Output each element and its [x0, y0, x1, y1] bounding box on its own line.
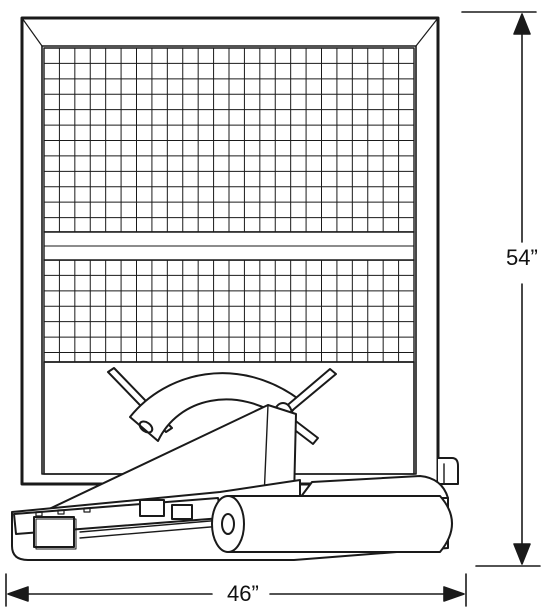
width-dimension	[5, 573, 467, 607]
roller-drum	[211, 495, 453, 553]
width-dimension-label: 46”	[221, 583, 265, 605]
height-dimension-label: 54”	[506, 245, 538, 270]
wire-mesh-screen	[43, 47, 415, 363]
side-bracket	[437, 457, 459, 485]
height-dimension	[461, 11, 541, 567]
front-plate	[13, 497, 223, 550]
